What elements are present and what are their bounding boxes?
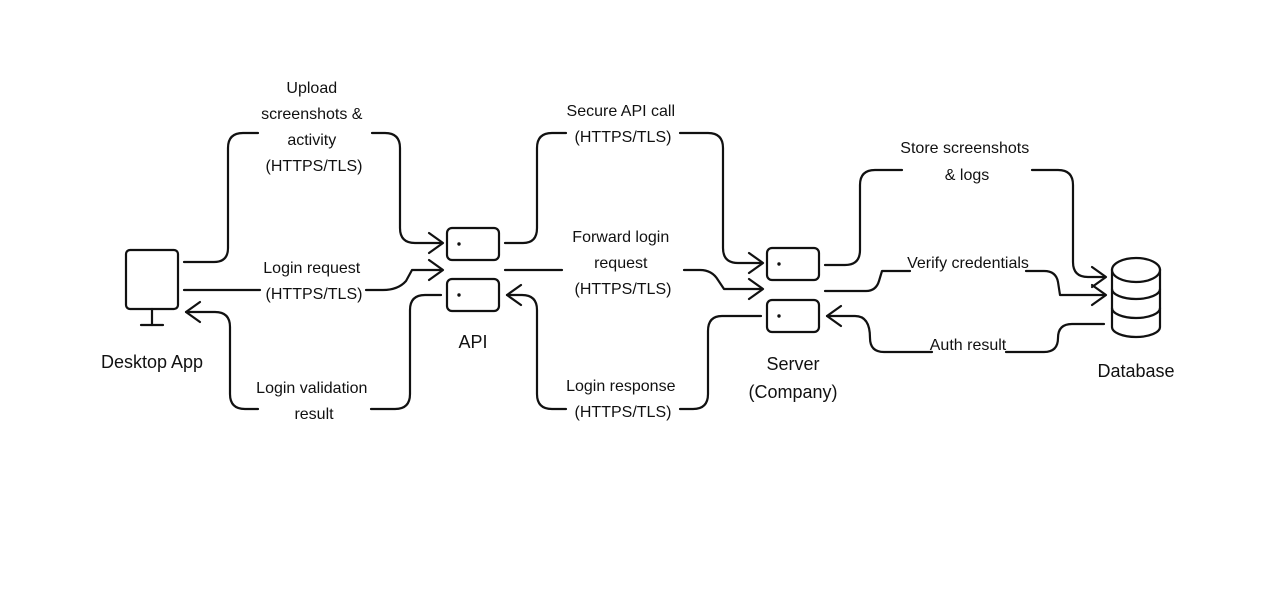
server-sublabel: (Company)	[748, 382, 837, 402]
verify-arrowhead	[1090, 283, 1108, 307]
database-node[interactable]: Database	[1097, 256, 1175, 381]
database-icon	[1110, 256, 1162, 339]
desktop-app-node[interactable]: Desktop App	[101, 248, 203, 372]
login-validation-label: Login validation result	[256, 380, 372, 423]
store-connector[interactable]	[823, 168, 1106, 279]
database-label: Database	[1097, 361, 1174, 381]
store-arrowhead	[1090, 265, 1108, 289]
secure-api-call-connector[interactable]	[503, 131, 763, 265]
server-icon	[445, 226, 501, 313]
desktop-app-label: Desktop App	[101, 352, 203, 372]
secure-api-call-arrowhead	[747, 251, 765, 275]
login-response-connector[interactable]	[505, 293, 763, 411]
login-response-label: Login response (HTTPS/TLS)	[566, 378, 680, 421]
store-label: Store screenshots & logs	[900, 140, 1033, 184]
login-request-label: Login request (HTTPS/TLS)	[263, 260, 364, 303]
forward-login-label: Forward login request (HTTPS/TLS)	[572, 229, 673, 298]
auth-result-label: Auth result	[930, 337, 1007, 354]
login-validation-arrowhead	[184, 300, 202, 324]
upload-label: Upload screenshots & activity (HTTPS/TLS…	[261, 80, 367, 175]
secure-api-call-label: Secure API call (HTTPS/TLS)	[567, 103, 680, 146]
auth-result-connector[interactable]	[825, 314, 1106, 354]
verify-connector[interactable]	[823, 269, 1106, 297]
upload-connector[interactable]	[182, 131, 443, 264]
verify-label: Verify credentials	[907, 255, 1029, 272]
upload-arrowhead	[427, 231, 445, 255]
monitor-icon	[124, 248, 180, 327]
server-icon	[765, 246, 821, 334]
api-node[interactable]: API	[445, 226, 501, 352]
login-request-connector[interactable]	[182, 268, 443, 292]
login-validation-connector[interactable]	[184, 293, 443, 411]
auth-result-arrowhead	[825, 304, 843, 328]
login-request-arrowhead	[427, 258, 445, 282]
login-response-arrowhead	[505, 283, 523, 307]
server-label: Server	[766, 354, 819, 374]
api-label: API	[458, 332, 487, 352]
forward-login-arrowhead	[747, 277, 765, 301]
server-node[interactable]: Server (Company)	[748, 246, 838, 402]
forward-login-connector[interactable]	[503, 268, 763, 291]
